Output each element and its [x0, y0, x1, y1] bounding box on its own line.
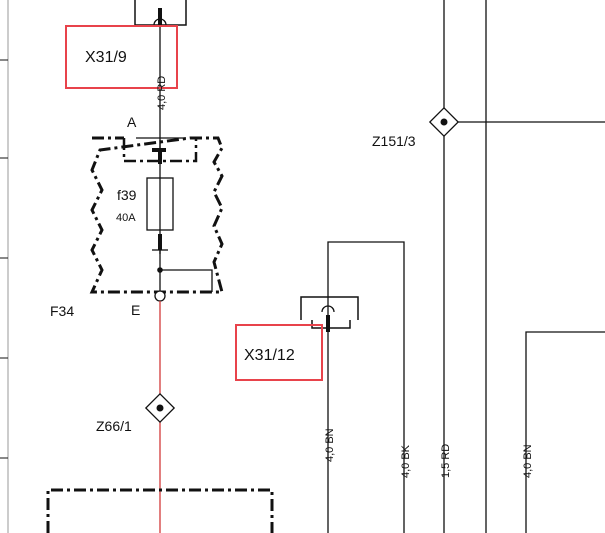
- fuse-output-node: [157, 250, 213, 292]
- lower-component-outline: [46, 488, 274, 533]
- wire-label-3: 4,0 BK: [400, 444, 412, 478]
- fuse-f39-symbol: [146, 164, 174, 254]
- label-pin-a: A: [127, 114, 137, 130]
- label-x31-12: X31/12: [244, 347, 295, 364]
- margin-ticks: [0, 0, 9, 533]
- right-bus-lines: [443, 0, 487, 533]
- splice-z66: [144, 392, 176, 424]
- wire-label-4: 1,5 RD: [440, 444, 452, 478]
- wire-right-bn: [525, 331, 605, 533]
- wire-label-5: 4,0 BN: [522, 444, 534, 478]
- connector-x31-12-symbol: [300, 241, 405, 533]
- connector-a-symbol: [122, 137, 198, 164]
- fuse-box-f34-outline: [89, 136, 224, 294]
- connector-x31-9-symbol: [134, 0, 187, 40]
- label-fuse-box: F34: [50, 303, 74, 319]
- splice-z151: [428, 106, 605, 138]
- wire-label-2: 4,0 BN: [324, 428, 336, 462]
- label-fuse-rating: 40A: [116, 212, 136, 224]
- highlight-x31-9: [65, 25, 178, 89]
- label-fuse-id: f39: [117, 187, 137, 203]
- wire-label-1: 4,0 RD: [156, 76, 168, 110]
- label-splice-z151: Z151/3: [372, 133, 416, 149]
- label-pin-e: E: [131, 302, 140, 318]
- pin-e-terminal: [154, 290, 166, 302]
- label-x31-9: X31/9: [85, 49, 127, 66]
- label-splice-z66: Z66/1: [96, 418, 132, 434]
- highlight-x31-12: [235, 324, 323, 381]
